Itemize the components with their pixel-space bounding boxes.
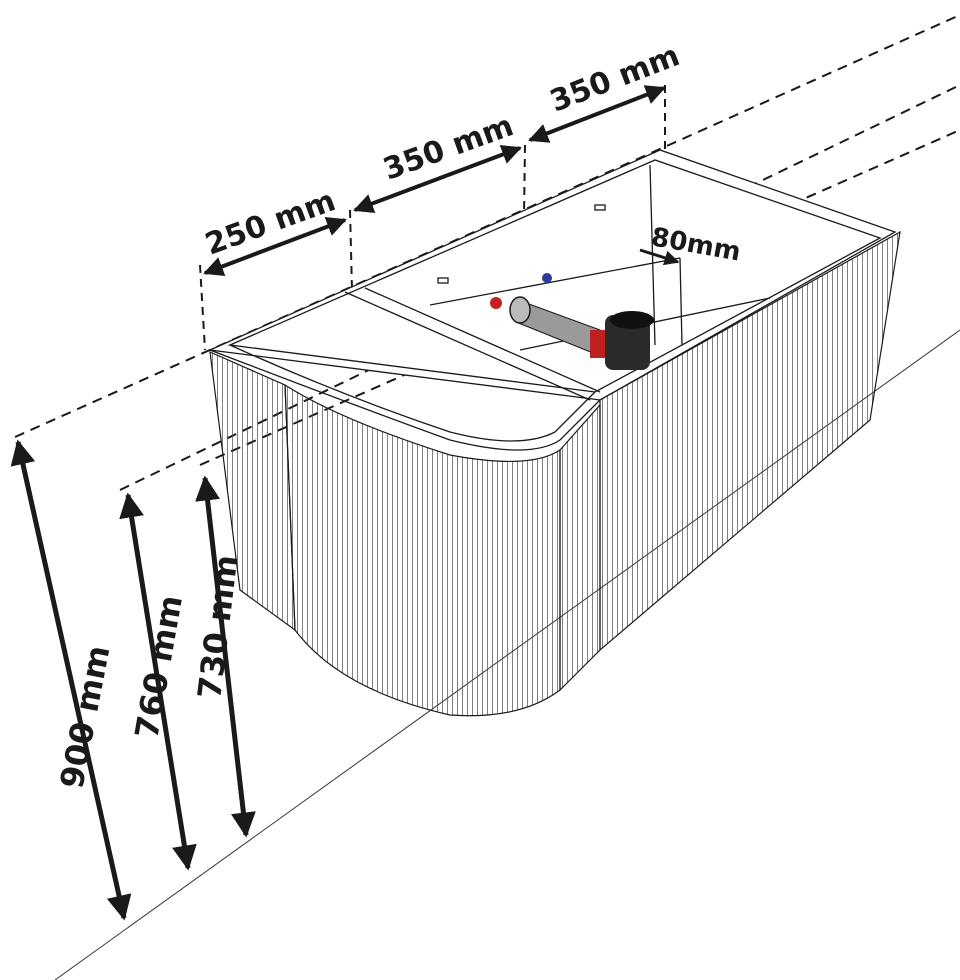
fluted-panels: [209, 230, 901, 717]
pipe-flange: [509, 296, 531, 324]
right-front-panel: [599, 230, 901, 652]
dim-arrow-350-middle: [353, 144, 522, 214]
dim-arrow-350-right: [528, 85, 666, 143]
label-250mm: 250 mm: [201, 183, 340, 262]
curved-front-panel: [284, 383, 561, 717]
plumbing: [490, 273, 654, 370]
dim-arrow-760: [119, 492, 197, 871]
dim-arrow-900: [10, 439, 132, 921]
dim-arrow-730: [195, 475, 256, 838]
dim-arrow-80: [639, 248, 680, 266]
label-900mm: 900 mm: [53, 642, 118, 791]
width-dimensions: [203, 85, 680, 276]
trap-cap: [610, 311, 654, 329]
cabinet-top: [207, 149, 897, 451]
height-dimensions: [10, 439, 256, 921]
label-760mm: 760 mm: [127, 592, 190, 741]
trap-red-coupling: [590, 330, 608, 358]
cold-valve-icon: [542, 273, 552, 283]
divider-panel: [559, 403, 601, 692]
label-730mm: 730 mm: [190, 553, 245, 701]
hot-valve-icon: [490, 297, 502, 309]
dim-arrow-250: [203, 217, 347, 276]
siphon-trap: [605, 315, 650, 370]
